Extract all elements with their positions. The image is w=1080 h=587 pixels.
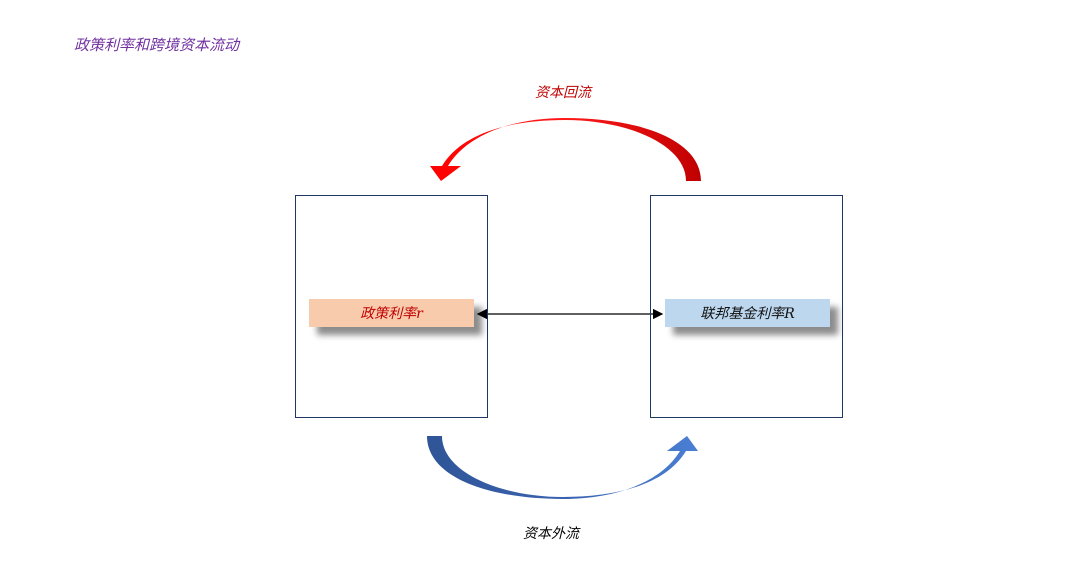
fed-funds-rate-label: 联邦基金利率R	[665, 299, 830, 327]
capital-outflow-arrow	[427, 436, 698, 499]
domestic-box	[295, 195, 488, 418]
capital-return-arrow	[430, 118, 701, 181]
capital-outflow-caption: 资本外流	[523, 526, 579, 542]
diagram-title: 政策利率和跨境资本流动	[74, 36, 240, 54]
capital-return-caption: 资本回流	[535, 85, 591, 101]
us-box	[650, 195, 843, 418]
policy-rate-label: 政策利率r	[309, 299, 474, 327]
